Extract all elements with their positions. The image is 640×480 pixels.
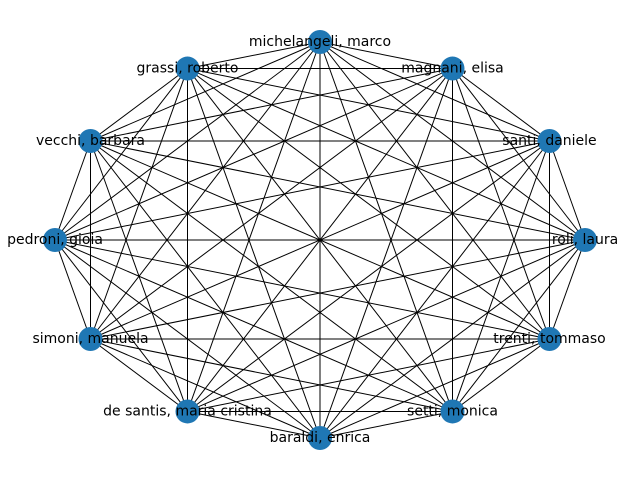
edge [187, 239, 586, 412]
node-baraldi-enrica [308, 426, 332, 450]
edge [54, 140, 91, 241]
edge [452, 68, 586, 241]
edge [54, 239, 550, 340]
edge [452, 140, 550, 412]
edge [452, 68, 550, 142]
node-magnani-elisa [440, 56, 465, 81]
edge [187, 140, 550, 412]
node-label-grassi-roberto: grassi, roberto [137, 61, 239, 77]
node-label-simoni-manuela: simoni, manuela [32, 331, 148, 347]
edge [90, 68, 453, 142]
edge [319, 338, 550, 439]
edge [54, 140, 550, 241]
node-label-trenti-tommaso: trenti, tommaso [493, 331, 605, 347]
edge [187, 410, 321, 439]
edge [90, 338, 188, 412]
edge [187, 41, 321, 70]
node-label-pedroni-gioia: pedroni, gioia [7, 232, 103, 248]
node-grassi-roberto [175, 56, 200, 81]
node-label-setti-monica: setti, monica [407, 403, 498, 419]
node-label-de-santis-maria-cristina: de santis, maria cristina [103, 403, 272, 419]
edge [187, 68, 550, 340]
edge [452, 338, 550, 412]
edge [452, 68, 550, 340]
edge [319, 41, 453, 70]
node-label-roli-laura: roli, laura [552, 232, 618, 248]
edge [90, 140, 586, 241]
nodes-group [43, 30, 597, 450]
node-label-baraldi-enrica: baraldi, enrica [270, 430, 371, 446]
edge [319, 140, 550, 439]
node-trenti-tommaso [537, 327, 562, 351]
edge [319, 410, 453, 439]
labels-group: michelangeli, marco grassi, roberto vecchi… [7, 34, 618, 446]
node-setti-monica [440, 399, 465, 424]
edge [452, 239, 586, 412]
edge [90, 140, 453, 412]
edge [187, 41, 321, 412]
node-label-magnani-elisa: magnani, elisa [401, 61, 503, 77]
edge [319, 41, 453, 412]
edge [549, 140, 586, 241]
node-roli-laura [573, 228, 597, 252]
node-label-santi-daniele: santi, daniele [502, 133, 596, 149]
node-simoni-manuela [78, 327, 103, 351]
edges-group [54, 41, 586, 439]
edge [54, 239, 91, 340]
edge [187, 68, 321, 439]
edge [54, 68, 453, 241]
edge [187, 68, 453, 412]
node-vecchi-barbara [78, 129, 103, 153]
edge [319, 68, 453, 439]
node-santi-daniele [537, 129, 562, 153]
node-pedroni-gioia [43, 228, 67, 252]
node-de-santis-maria-cristina [175, 399, 200, 424]
edge [90, 239, 586, 340]
edge [90, 68, 188, 142]
edge [90, 68, 453, 340]
edge [549, 239, 586, 340]
node-michelangeli-marco [308, 30, 332, 54]
node-label-vecchi-barbara: vecchi, barbara [36, 133, 145, 149]
node-label-michelangeli-marco: michelangeli, marco [249, 34, 391, 50]
